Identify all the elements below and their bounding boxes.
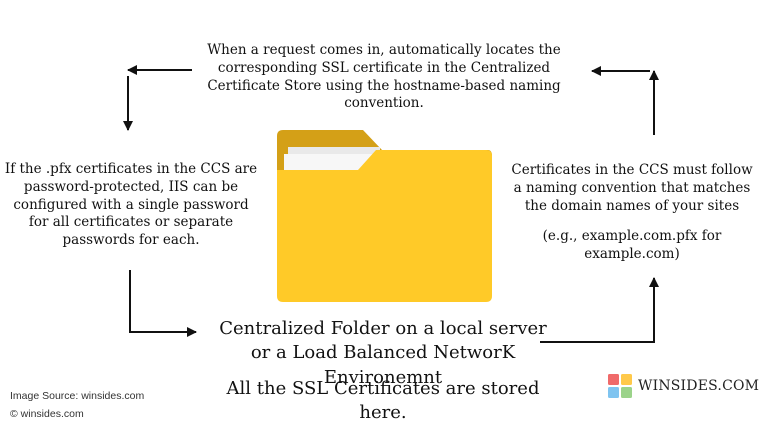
center-title: Centralized Folder on a local server or … <box>219 318 547 388</box>
step-right-example: (e.g., example.com.pfx for example.com) <box>542 228 722 262</box>
center-subtitle: All the SSL Certificates are stored here… <box>226 378 540 423</box>
winsides-logo-icon <box>608 374 632 398</box>
arrow-center-to-right <box>540 277 659 343</box>
copyright-text: winsides.com <box>20 408 84 420</box>
step-top-text: When a request comes in, automatically l… <box>207 42 561 112</box>
step-right-text: Certificates in the CCS must follow a na… <box>511 162 753 214</box>
copyright: © winsides.com <box>10 408 84 420</box>
brand-name: WINSIDES.COM <box>638 378 760 394</box>
brand-logo: WINSIDES.COM <box>608 374 759 398</box>
arrow-left-to-center <box>129 270 197 337</box>
step-left-text: If the .pfx certificates in the CCS are … <box>4 161 258 249</box>
image-source: Image Source: winsides.com <box>10 390 145 402</box>
copyright-icon: © <box>10 408 18 420</box>
